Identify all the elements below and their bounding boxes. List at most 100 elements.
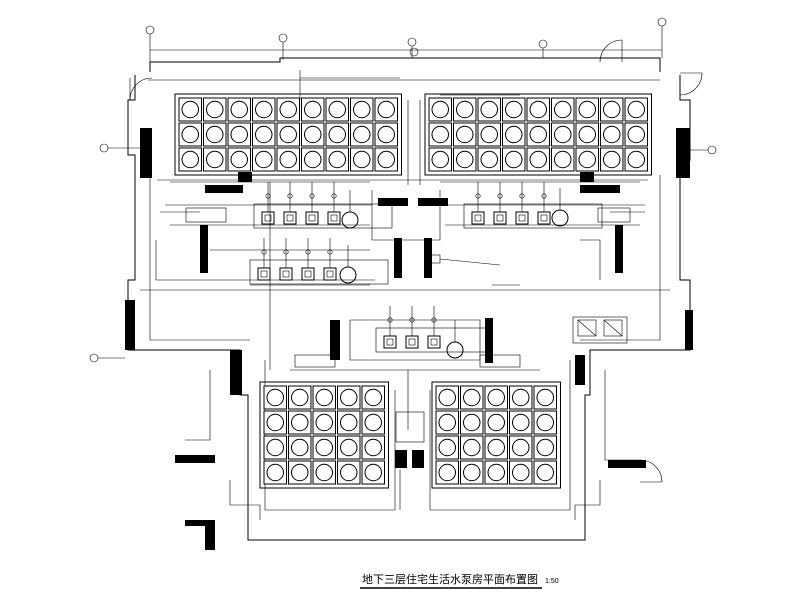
tank-cell-circle <box>328 100 346 119</box>
pump-unit <box>283 211 297 225</box>
pump-unit <box>279 267 293 281</box>
tank-group-upper-right <box>424 93 652 176</box>
tank-cell-circle <box>554 100 572 119</box>
valve-icon <box>497 193 503 199</box>
pressure-tank <box>446 341 464 359</box>
pump-motor <box>304 270 312 278</box>
tank-cell-circle <box>255 125 273 144</box>
tank-cell-circle <box>487 388 505 407</box>
tank-cell-circle <box>603 125 621 144</box>
tank-cell-circle <box>315 438 333 457</box>
pump-unit <box>301 267 315 281</box>
pump-motor <box>264 214 272 222</box>
tank-group-frame <box>174 93 402 176</box>
tank-cell-circle <box>181 100 199 119</box>
tank-cell-circle <box>255 100 273 119</box>
pump-base <box>249 259 389 285</box>
pump-unit <box>427 335 441 349</box>
tank-cell-circle <box>377 150 395 169</box>
tank-cell-circle <box>364 438 382 457</box>
pump-set-middle-left <box>249 238 389 285</box>
tank-cell-circle <box>431 150 449 169</box>
tank-cell-circle <box>255 150 273 169</box>
tank-cell-circle <box>353 125 371 144</box>
pump-unit <box>471 211 485 225</box>
tank-cell-circle <box>266 438 284 457</box>
tank-cell-circle <box>206 150 224 169</box>
valve-icon <box>309 193 315 199</box>
piping <box>160 70 645 510</box>
structural-columns <box>125 128 693 550</box>
tank-cell-circle <box>536 463 554 482</box>
tank-cell-circle <box>340 388 358 407</box>
grid-axes <box>89 17 717 363</box>
tank-group-lower-left <box>259 381 389 489</box>
tank-cell-circle <box>578 100 596 119</box>
tank-cell-circle <box>463 413 481 432</box>
pump-motor <box>496 214 504 222</box>
tank-cell-circle <box>353 100 371 119</box>
pump-unit <box>405 335 419 349</box>
pump-unit <box>305 211 319 225</box>
tank-cell-circle <box>554 125 572 144</box>
tank-cell-circle <box>291 413 309 432</box>
tank-group-frame <box>424 93 652 176</box>
tank-cell-circle <box>279 125 297 144</box>
tank-cell-circle <box>456 150 474 169</box>
tank-cell-circle <box>529 150 547 169</box>
tank-cell-circle <box>279 150 297 169</box>
tank-cell-circle <box>328 125 346 144</box>
tank-cell-circle <box>340 463 358 482</box>
tank-cell-circle <box>364 413 382 432</box>
tank-cell-circle <box>291 388 309 407</box>
pump-unit <box>261 211 275 225</box>
tank-group-frame <box>431 381 561 489</box>
tank-cell-circle <box>328 150 346 169</box>
valve-icon <box>541 193 547 199</box>
title-block: 地下三层住宅生活水泵房平面布置图 1:50 <box>360 572 559 589</box>
water-tanks <box>174 93 652 489</box>
tank-cell-circle <box>431 125 449 144</box>
valve-icon <box>287 193 293 199</box>
tank-cell-circle <box>480 150 498 169</box>
tank-cell-circle <box>340 438 358 457</box>
tank-cell-circle <box>487 413 505 432</box>
valve-icon <box>409 317 415 323</box>
tank-cell-circle <box>505 125 523 144</box>
tank-cell-circle <box>463 438 481 457</box>
tank-cell-circle <box>304 100 322 119</box>
tank-cell-circle <box>291 438 309 457</box>
pump-set-upper-left <box>253 182 393 229</box>
tank-cell-circle <box>377 125 395 144</box>
tank-group-upper-left <box>174 93 402 176</box>
pressure-tank <box>551 209 569 227</box>
tank-cell-circle <box>230 150 248 169</box>
pump-unit <box>323 267 337 281</box>
tank-cell-circle <box>456 100 474 119</box>
tank-cell-circle <box>438 463 456 482</box>
tank-cell-circle <box>206 125 224 144</box>
tank-cell-circle <box>463 463 481 482</box>
tank-cell-circle <box>536 413 554 432</box>
tank-cell-circle <box>315 388 333 407</box>
pressure-tank <box>341 211 359 229</box>
tank-cell-circle <box>463 388 481 407</box>
pump-motor <box>386 338 394 346</box>
tank-cell-circle <box>438 413 456 432</box>
tank-cell-circle <box>578 150 596 169</box>
pump-unit <box>493 211 507 225</box>
valve-icon <box>519 193 525 199</box>
tank-cell-circle <box>266 463 284 482</box>
pump-motor <box>330 214 338 222</box>
tank-cell-circle <box>431 100 449 119</box>
tank-cell-circle <box>230 125 248 144</box>
tank-cell-circle <box>353 150 371 169</box>
tank-cell-circle <box>266 388 284 407</box>
pump-base <box>463 203 603 229</box>
pump-set-upper-right <box>463 182 603 229</box>
tank-cell-circle <box>181 125 199 144</box>
pump-motor <box>260 270 268 278</box>
tank-cell-circle <box>340 413 358 432</box>
tank-cell-circle <box>505 100 523 119</box>
